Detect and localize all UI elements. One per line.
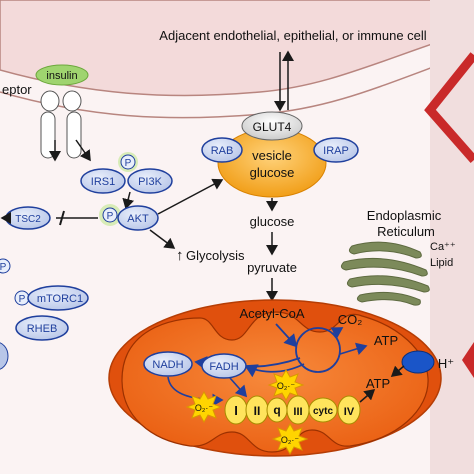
atp-synthase: [401, 350, 435, 374]
er-label-1: Endoplasmic: [367, 208, 442, 223]
complex-ii-label: II: [254, 404, 261, 418]
mtorc1-node: [27, 285, 89, 311]
superoxide-burst-left: [185, 390, 223, 424]
superoxide-left-label: O₂·⁻: [195, 403, 213, 413]
acetyl-coa-label: Acetyl-CoA: [239, 306, 304, 321]
superoxide-burst-top: [267, 368, 305, 402]
inhibition-bar: [59, 210, 65, 226]
fadh-label: FADH: [209, 361, 238, 373]
edge-phospho-label: P: [0, 262, 7, 273]
cytochrome-c: [308, 397, 338, 423]
arrow-fadh-complex2: [229, 377, 248, 398]
mtorc1-phospho-label: P: [19, 294, 26, 305]
rab-node: [201, 137, 243, 163]
irs1-node: [80, 168, 126, 194]
glut4-label: GLUT4: [253, 120, 292, 134]
irap-node: [313, 137, 359, 163]
arrow-receptor-down-2: [75, 139, 91, 162]
rheb-label: RHEB: [27, 323, 58, 335]
akt-node: [117, 205, 159, 231]
rab-label: RAB: [211, 145, 234, 157]
red-arrow-icon: [462, 342, 474, 378]
right-edge-shading: [430, 0, 474, 474]
arrow-acetylcoa-cycle: [275, 323, 298, 348]
mtorc1-label: mTORC1: [37, 293, 83, 305]
akt-phospho: [102, 207, 118, 223]
ubiquinone-label: q: [273, 403, 280, 417]
insulin-receptor: [40, 90, 82, 159]
edge-node: [0, 342, 9, 370]
arrow-complex4-atp: [359, 389, 376, 403]
complex-iv: [337, 395, 361, 425]
akt-label: AKT: [127, 213, 149, 225]
arrow-cycle-co2: [330, 327, 344, 339]
complex-i-label: I: [234, 403, 238, 418]
proton-label: H⁺: [438, 356, 454, 371]
er-label-2: Reticulum: [377, 224, 435, 239]
fadh-node: [201, 353, 247, 379]
er-calcium-label: Ca⁺⁺: [430, 241, 456, 253]
superoxide-burst-bottom: [271, 422, 309, 456]
pyruvate-label: pyruvate: [247, 260, 297, 275]
cytochrome-c-label: cytc: [313, 406, 333, 417]
co2-label: CO₂: [338, 312, 363, 327]
insulin-label: insulin: [46, 70, 77, 82]
arrow-pi3k-akt: [122, 191, 135, 210]
vesicle-label: vesicle: [252, 148, 292, 163]
irap-label: IRAP: [323, 145, 349, 157]
irs1-phospho: [120, 154, 136, 170]
rheb-node: [15, 315, 69, 341]
superoxide-bottom-label: O₂·⁻: [281, 435, 299, 445]
red-chevron-icon: [424, 52, 474, 163]
complex-iv-label: IV: [344, 406, 355, 418]
adjacent-cell-label: Adjacent endothelial, epithelial, or imm…: [159, 28, 426, 43]
receptor-label: eptor: [2, 82, 32, 97]
tsc2-label: TSC2: [15, 214, 41, 225]
nadh-node: [143, 351, 193, 377]
edge-phospho: [0, 258, 11, 274]
glycolysis-up-arrow: ↑: [176, 247, 184, 264]
atp-bottom-label: ATP: [366, 376, 390, 391]
arrow-cycle-fadh: [244, 363, 305, 378]
arrow-cycle-atp: [339, 342, 368, 355]
electron-transport-chain: [224, 395, 361, 425]
endoplasmic-reticulum: [340, 241, 430, 306]
tca-cycle: [295, 327, 341, 373]
arrow-atp-synthase: [390, 365, 405, 377]
vesicle-glucose-label: glucose: [250, 165, 295, 180]
nadh-label: NADH: [152, 359, 183, 371]
pi3k-label: PI3K: [138, 176, 163, 188]
pi3k-node: [127, 168, 173, 194]
superoxide-top-label: O₂·⁻: [277, 381, 295, 391]
glycolysis-label: Glycolysis: [186, 248, 245, 263]
complex-iii-label: III: [293, 406, 302, 418]
akt-phospho-label: P: [107, 211, 114, 222]
arrow-akt-vesicle: [157, 178, 224, 215]
atp-top-label: ATP: [374, 333, 398, 348]
irs1-phospho-label: P: [125, 158, 132, 169]
insulin-molecule: [35, 64, 89, 86]
arrow-akt-glycolysis: [149, 229, 176, 249]
glut4-transporter: [241, 111, 303, 141]
irs1-label: IRS1: [91, 176, 115, 188]
glucose-label: glucose: [250, 214, 295, 229]
er-lipid-label: Lipid: [430, 257, 453, 269]
